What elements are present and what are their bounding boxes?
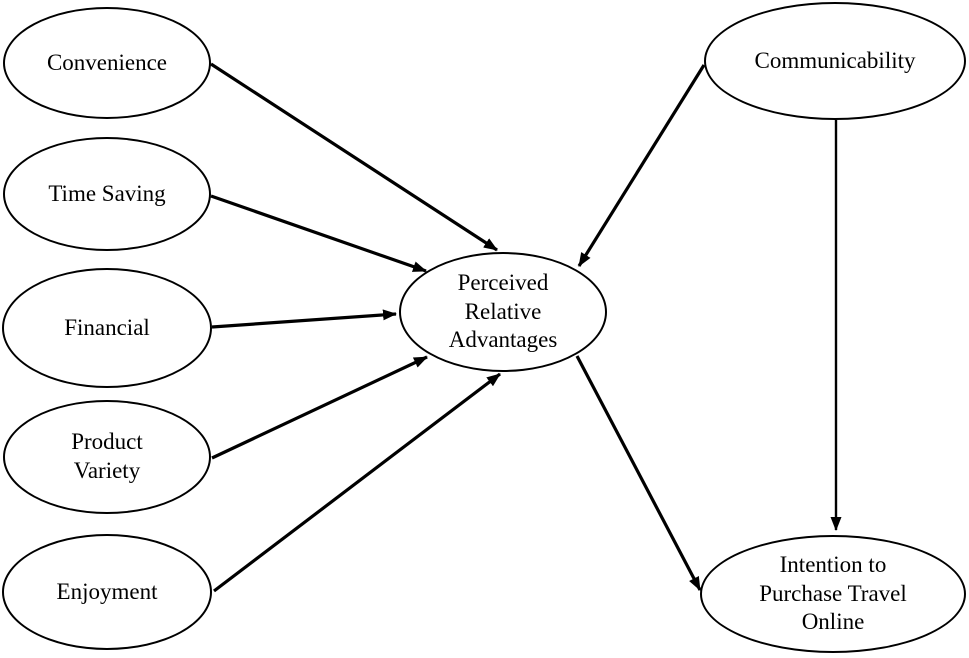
node-perceived-relative-advantages-label: Perceived Relative Advantages: [448, 269, 558, 353]
node-communicability-label: Communicability: [754, 47, 916, 73]
edge-time-saving-to-perceived-relative-advantages: [210, 194, 427, 273]
node-convenience: Convenience: [3, 7, 211, 119]
node-time-saving: Time Saving: [3, 137, 211, 251]
node-intention-to-purchase-travel-online-label: Intention to Purchase Travel Online: [759, 551, 907, 635]
node-perceived-relative-advantages: Perceived Relative Advantages: [399, 252, 607, 372]
edge-communicability-to-perceived-relative-advantages: [577, 64, 706, 267]
edge-enjoyment-to-perceived-relative-advantages: [213, 372, 501, 593]
node-financial: Financial: [2, 268, 212, 388]
node-enjoyment: Enjoyment: [2, 534, 212, 650]
node-intention-to-purchase-travel-online: Intention to Purchase Travel Online: [700, 535, 966, 653]
node-time-saving-label: Time Saving: [48, 180, 166, 206]
node-product-variety: Product Variety: [3, 400, 211, 514]
edge-convenience-to-perceived-relative-advantages: [210, 62, 498, 252]
node-enjoyment-label: Enjoyment: [56, 578, 158, 604]
edge-perceived-relative-advantages-to-intention-to-purchase-travel-online: [575, 355, 702, 591]
edge-product-variety-to-perceived-relative-advantages: [211, 355, 428, 460]
node-communicability: Communicability: [704, 2, 966, 120]
node-convenience-label: Convenience: [46, 49, 168, 75]
node-financial-label: Financial: [64, 314, 150, 340]
edge-financial-to-perceived-relative-advantages: [211, 309, 397, 329]
node-product-variety-label: Product Variety: [71, 429, 143, 483]
